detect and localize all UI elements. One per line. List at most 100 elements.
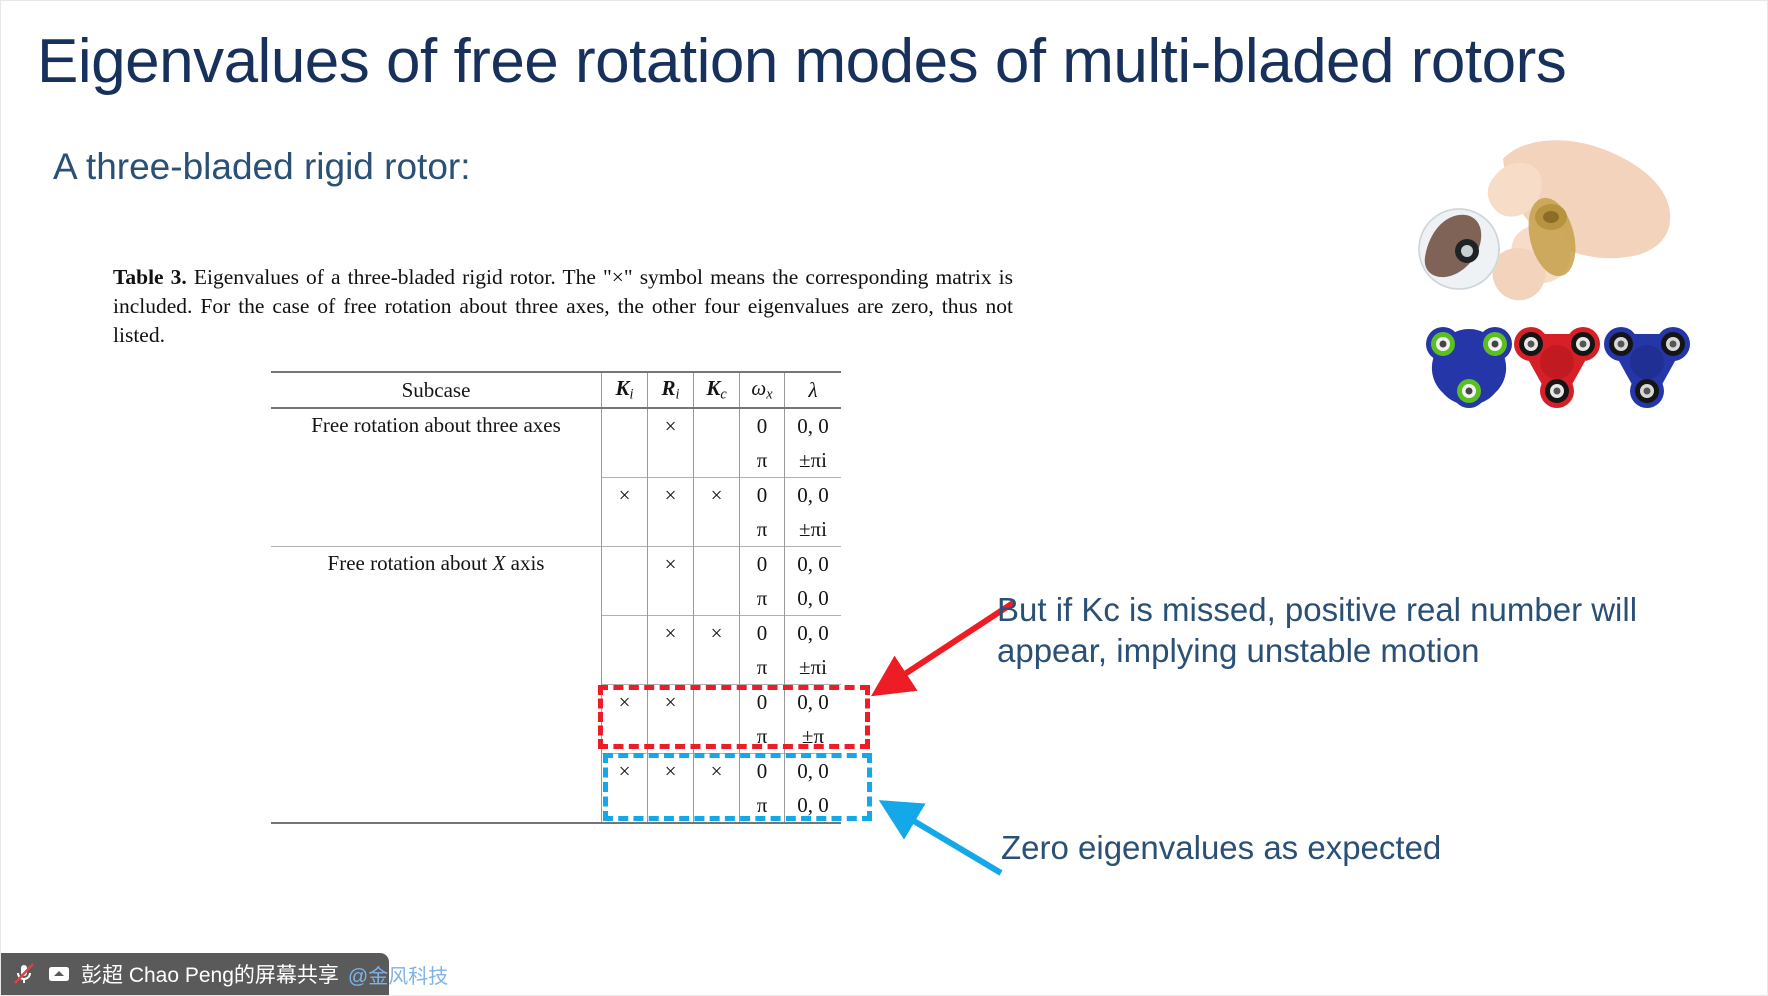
arrow-red	[870, 600, 1015, 697]
cell-ki-blank	[601, 719, 648, 754]
cell-kc-blank	[693, 788, 740, 823]
col-ki: Ki	[601, 372, 648, 408]
cell-omega: 0	[739, 684, 785, 719]
cell-omega: 0	[739, 753, 785, 788]
screen-share-icon[interactable]	[46, 961, 72, 987]
spinner-blue-black	[1604, 327, 1690, 408]
row-label-group2: Free rotation about X axis	[327, 551, 545, 575]
spinner-blue-green	[1426, 327, 1512, 408]
slide-subtitle: A three-bladed rigid rotor:	[53, 146, 471, 187]
cell-ri-blank	[647, 650, 694, 685]
cell-kc-blank	[693, 512, 740, 547]
table-body: Free rotation about three axes × 0 0, 0 …	[271, 408, 841, 823]
cell-kc-blank	[693, 719, 740, 754]
share-org-text: @金风科技	[347, 965, 449, 988]
mic-muted-icon[interactable]	[11, 961, 37, 987]
row-label-group1: Free rotation about three axes	[311, 413, 561, 437]
share-status-text: 彭超 Chao Peng的屏幕共享	[81, 964, 339, 987]
cell-ki-blank	[601, 443, 648, 478]
cell-kc	[693, 408, 740, 443]
cell-ki: ×	[601, 753, 648, 788]
cell-omega: 0	[739, 546, 785, 581]
cell-ki: ×	[601, 477, 648, 512]
spinner-red	[1514, 327, 1600, 408]
col-subcase: Subcase	[401, 377, 471, 402]
table-caption-label: Table 3.	[113, 265, 187, 289]
cell-ri: ×	[647, 546, 694, 581]
cell-ri-blank	[647, 788, 694, 823]
cell-lambda: 0, 0	[784, 408, 841, 443]
cell-omega: π	[739, 581, 785, 616]
table-row: × × × 0 0, 0	[271, 477, 841, 512]
table-row: Free rotation about three axes × 0 0, 0	[271, 408, 841, 443]
table-row: π ±πi	[271, 443, 841, 478]
eigenvalue-table-wrapper: Subcase Ki Ri Kc ωx λ Free rotation abou…	[271, 371, 841, 824]
cell-lambda: 0, 0	[784, 753, 841, 788]
eigenvalue-table: Subcase Ki Ri Kc ωx λ Free rotation abou…	[271, 371, 841, 824]
cell-lambda: ±πi	[784, 650, 841, 685]
col-omega: ωx	[739, 372, 785, 408]
cell-kc-blank	[693, 650, 740, 685]
cell-ki	[601, 546, 648, 581]
cell-ri-blank	[647, 512, 694, 547]
cell-omega: π	[739, 788, 785, 823]
cell-ri: ×	[647, 408, 694, 443]
cell-kc: ×	[693, 477, 740, 512]
table-caption: Table 3. Eigenvalues of a three-bladed r…	[113, 263, 1013, 351]
cell-ki-blank	[601, 512, 648, 547]
cell-ki-blank	[601, 581, 648, 616]
cell-ri: ×	[647, 684, 694, 719]
cell-lambda: 0, 0	[784, 788, 841, 823]
cell-lambda: 0, 0	[784, 684, 841, 719]
table-row: π ±πi	[271, 512, 841, 547]
table-row: Free rotation about X axis × 0 0, 0	[271, 546, 841, 581]
cell-ri-blank	[647, 443, 694, 478]
cell-ri: ×	[647, 477, 694, 512]
cell-omega: π	[739, 719, 785, 754]
cell-kc-blank	[693, 581, 740, 616]
cell-lambda: 0, 0	[784, 477, 841, 512]
cell-ri: ×	[647, 753, 694, 788]
hand-illustration	[1487, 140, 1671, 301]
cell-ri: ×	[647, 615, 694, 650]
cell-kc-blank	[693, 443, 740, 478]
cell-ri-blank	[647, 581, 694, 616]
table-row: × × 0 0, 0	[271, 615, 841, 650]
cell-ki	[601, 615, 648, 650]
annotation-red-text: But if Kc is missed, positive real numbe…	[997, 591, 1638, 670]
annotation-cyan-text: Zero eigenvalues as expected	[1001, 829, 1442, 866]
cell-omega: π	[739, 443, 785, 478]
cell-kc	[693, 684, 740, 719]
spinning-spinner	[1418, 208, 1500, 290]
cell-kc: ×	[693, 753, 740, 788]
table-caption-text: Eigenvalues of a three-bladed rigid roto…	[113, 265, 1014, 348]
cell-omega: 0	[739, 408, 785, 443]
cell-ri-blank	[647, 719, 694, 754]
fidget-spinner-image	[1411, 129, 1711, 419]
arrow-cyan	[878, 800, 1003, 876]
col-lambda: λ	[784, 372, 841, 408]
cell-omega: π	[739, 512, 785, 547]
cell-lambda: ±π	[784, 719, 841, 754]
cell-ki-blank	[601, 650, 648, 685]
cell-kc: ×	[693, 615, 740, 650]
table-header-row: Subcase Ki Ri Kc ωx λ	[271, 372, 841, 408]
cell-omega: 0	[739, 477, 785, 512]
page-title: Eigenvalues of free rotation modes of mu…	[37, 27, 1567, 96]
cell-omega: π	[739, 650, 785, 685]
cell-lambda: ±πi	[784, 512, 841, 547]
cell-lambda: 0, 0	[784, 581, 841, 616]
cell-ki	[601, 408, 648, 443]
table-head: Subcase Ki Ri Kc ωx λ	[271, 372, 841, 408]
cell-omega: 0	[739, 615, 785, 650]
cell-kc	[693, 546, 740, 581]
cell-lambda: 0, 0	[784, 615, 841, 650]
cell-lambda: ±πi	[784, 443, 841, 478]
col-ri: Ri	[647, 372, 694, 408]
cell-ki-blank	[601, 788, 648, 823]
cell-ki: ×	[601, 684, 648, 719]
cell-lambda: 0, 0	[784, 546, 841, 581]
table-row-highlighted-cyan: × × × 0 0, 0	[271, 753, 841, 788]
col-kc: Kc	[693, 372, 740, 408]
screen-share-taskbar[interactable]: 彭超 Chao Peng的屏幕共享 @金风科技	[1, 953, 448, 995]
